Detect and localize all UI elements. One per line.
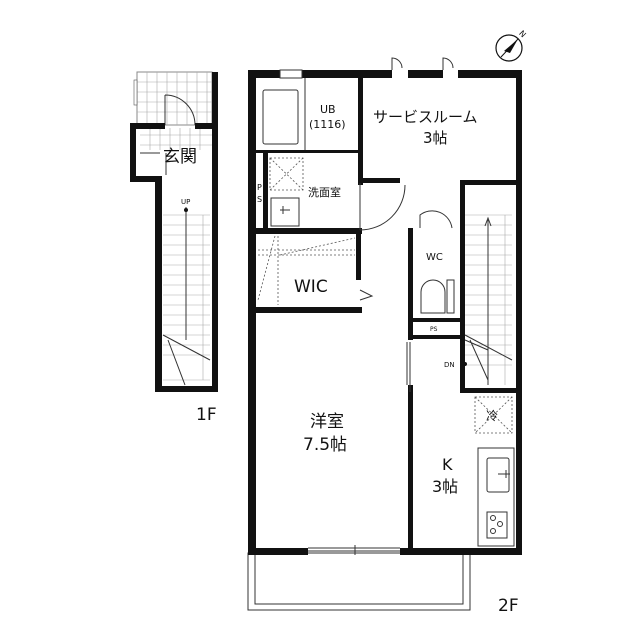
second-floor-walls (248, 70, 522, 555)
western-room-size: 7.5帖 (303, 435, 347, 455)
balcony (247, 552, 471, 611)
service-room-size: 3帖 (423, 129, 448, 147)
entrance-door (164, 94, 196, 126)
fridge-space (474, 396, 513, 434)
second-floor-stairs (463, 214, 513, 385)
stove (486, 511, 508, 539)
kitchen-sink (486, 457, 510, 493)
first-floor: 玄関 UP 1F (130, 71, 218, 425)
western-room-label: 洋室 (310, 412, 344, 432)
entrance-porch-tiles (133, 71, 213, 150)
stairs-down-label: DN (444, 361, 455, 369)
entrance-label: 玄関 (163, 147, 197, 167)
unit-bath-label: UB (320, 103, 336, 116)
pipe-space-label: P (257, 183, 262, 192)
wc-ps-label: PS (430, 326, 438, 333)
first-floor-walls (130, 72, 218, 392)
north-arrow-icon: N (495, 29, 528, 62)
balcony-window[interactable] (308, 545, 400, 555)
second-floor: UB (1116) 洗面室 P S WIC サービスルーム 3帖 WC PS D… (247, 57, 522, 616)
fridge-label: 冷 (486, 409, 498, 423)
washer-space (269, 157, 304, 191)
sliding-door[interactable] (406, 342, 411, 392)
kitchen-label: K (442, 455, 453, 474)
compass-label: N (517, 29, 528, 40)
first-floor-stairs (162, 207, 211, 386)
wic-label: WIC (294, 277, 328, 297)
pipe-space-label-s: S (257, 195, 262, 204)
kitchen-counter (477, 447, 515, 547)
wc-label: WC (426, 252, 443, 263)
second-floor-label: 2F (498, 596, 519, 616)
wic-door (359, 289, 374, 301)
washroom-label: 洗面室 (308, 185, 341, 199)
wash-basin (270, 197, 300, 227)
first-floor-label: 1F (196, 405, 217, 425)
stairs-up-label: UP (181, 198, 190, 206)
wc-door (419, 210, 453, 229)
toilet (420, 279, 455, 314)
service-room-windows (391, 57, 454, 70)
bath-window (279, 69, 303, 79)
unit-bath-size: (1116) (309, 118, 346, 131)
kitchen-size: 3帖 (432, 477, 458, 496)
washroom-door (359, 183, 406, 231)
service-room-label: サービスルーム (373, 108, 478, 126)
bathtub (262, 89, 299, 145)
